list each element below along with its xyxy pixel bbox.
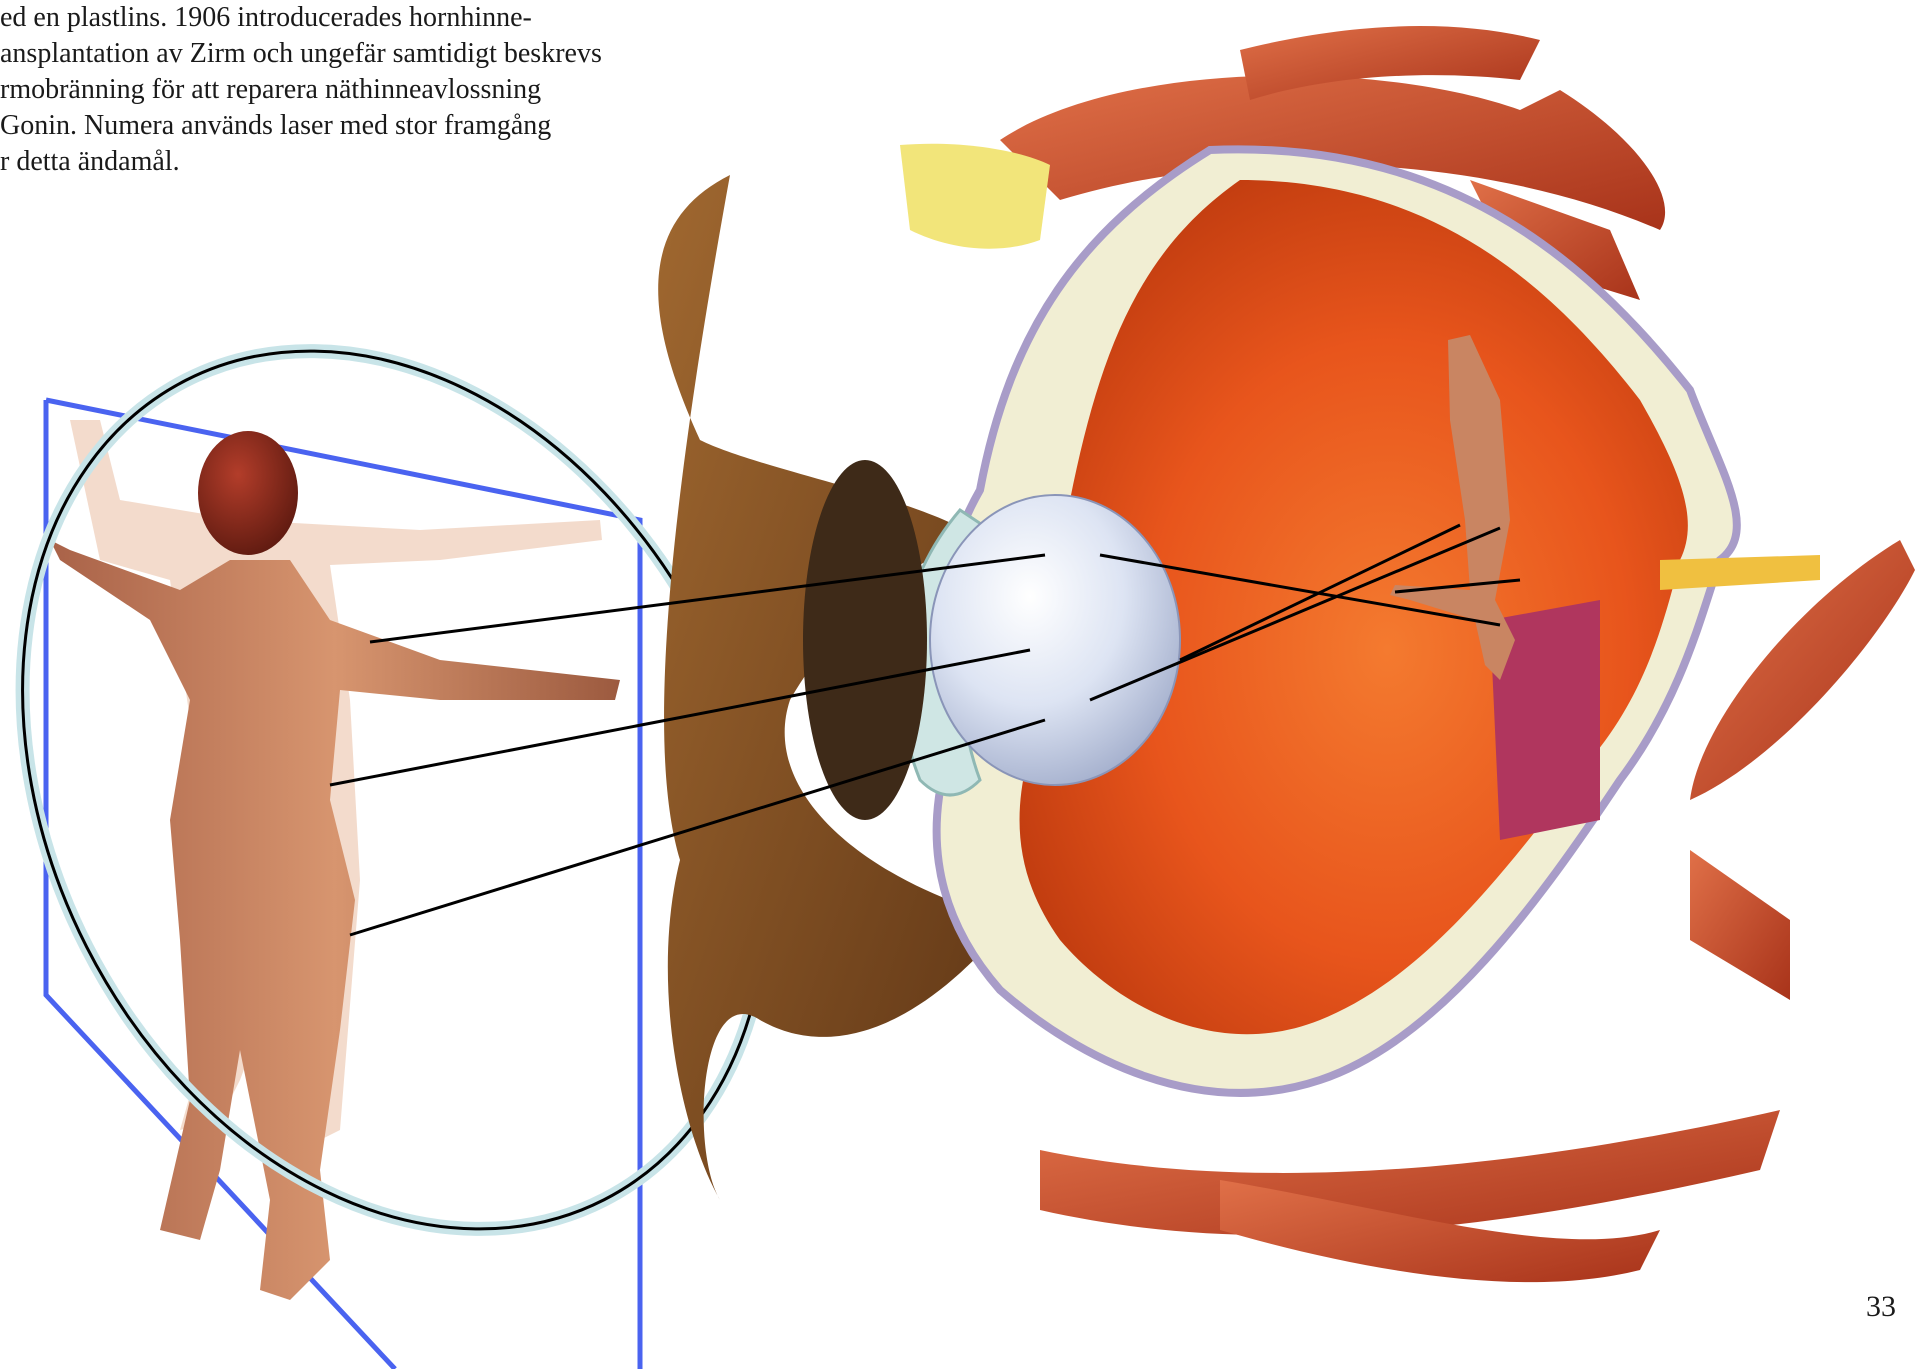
crystalline-lens [930,495,1180,785]
head [198,431,298,555]
page-number: 33 [1866,1290,1896,1324]
iris [803,460,927,820]
optic-nerve [1660,555,1820,590]
fat-pad [900,144,1050,249]
